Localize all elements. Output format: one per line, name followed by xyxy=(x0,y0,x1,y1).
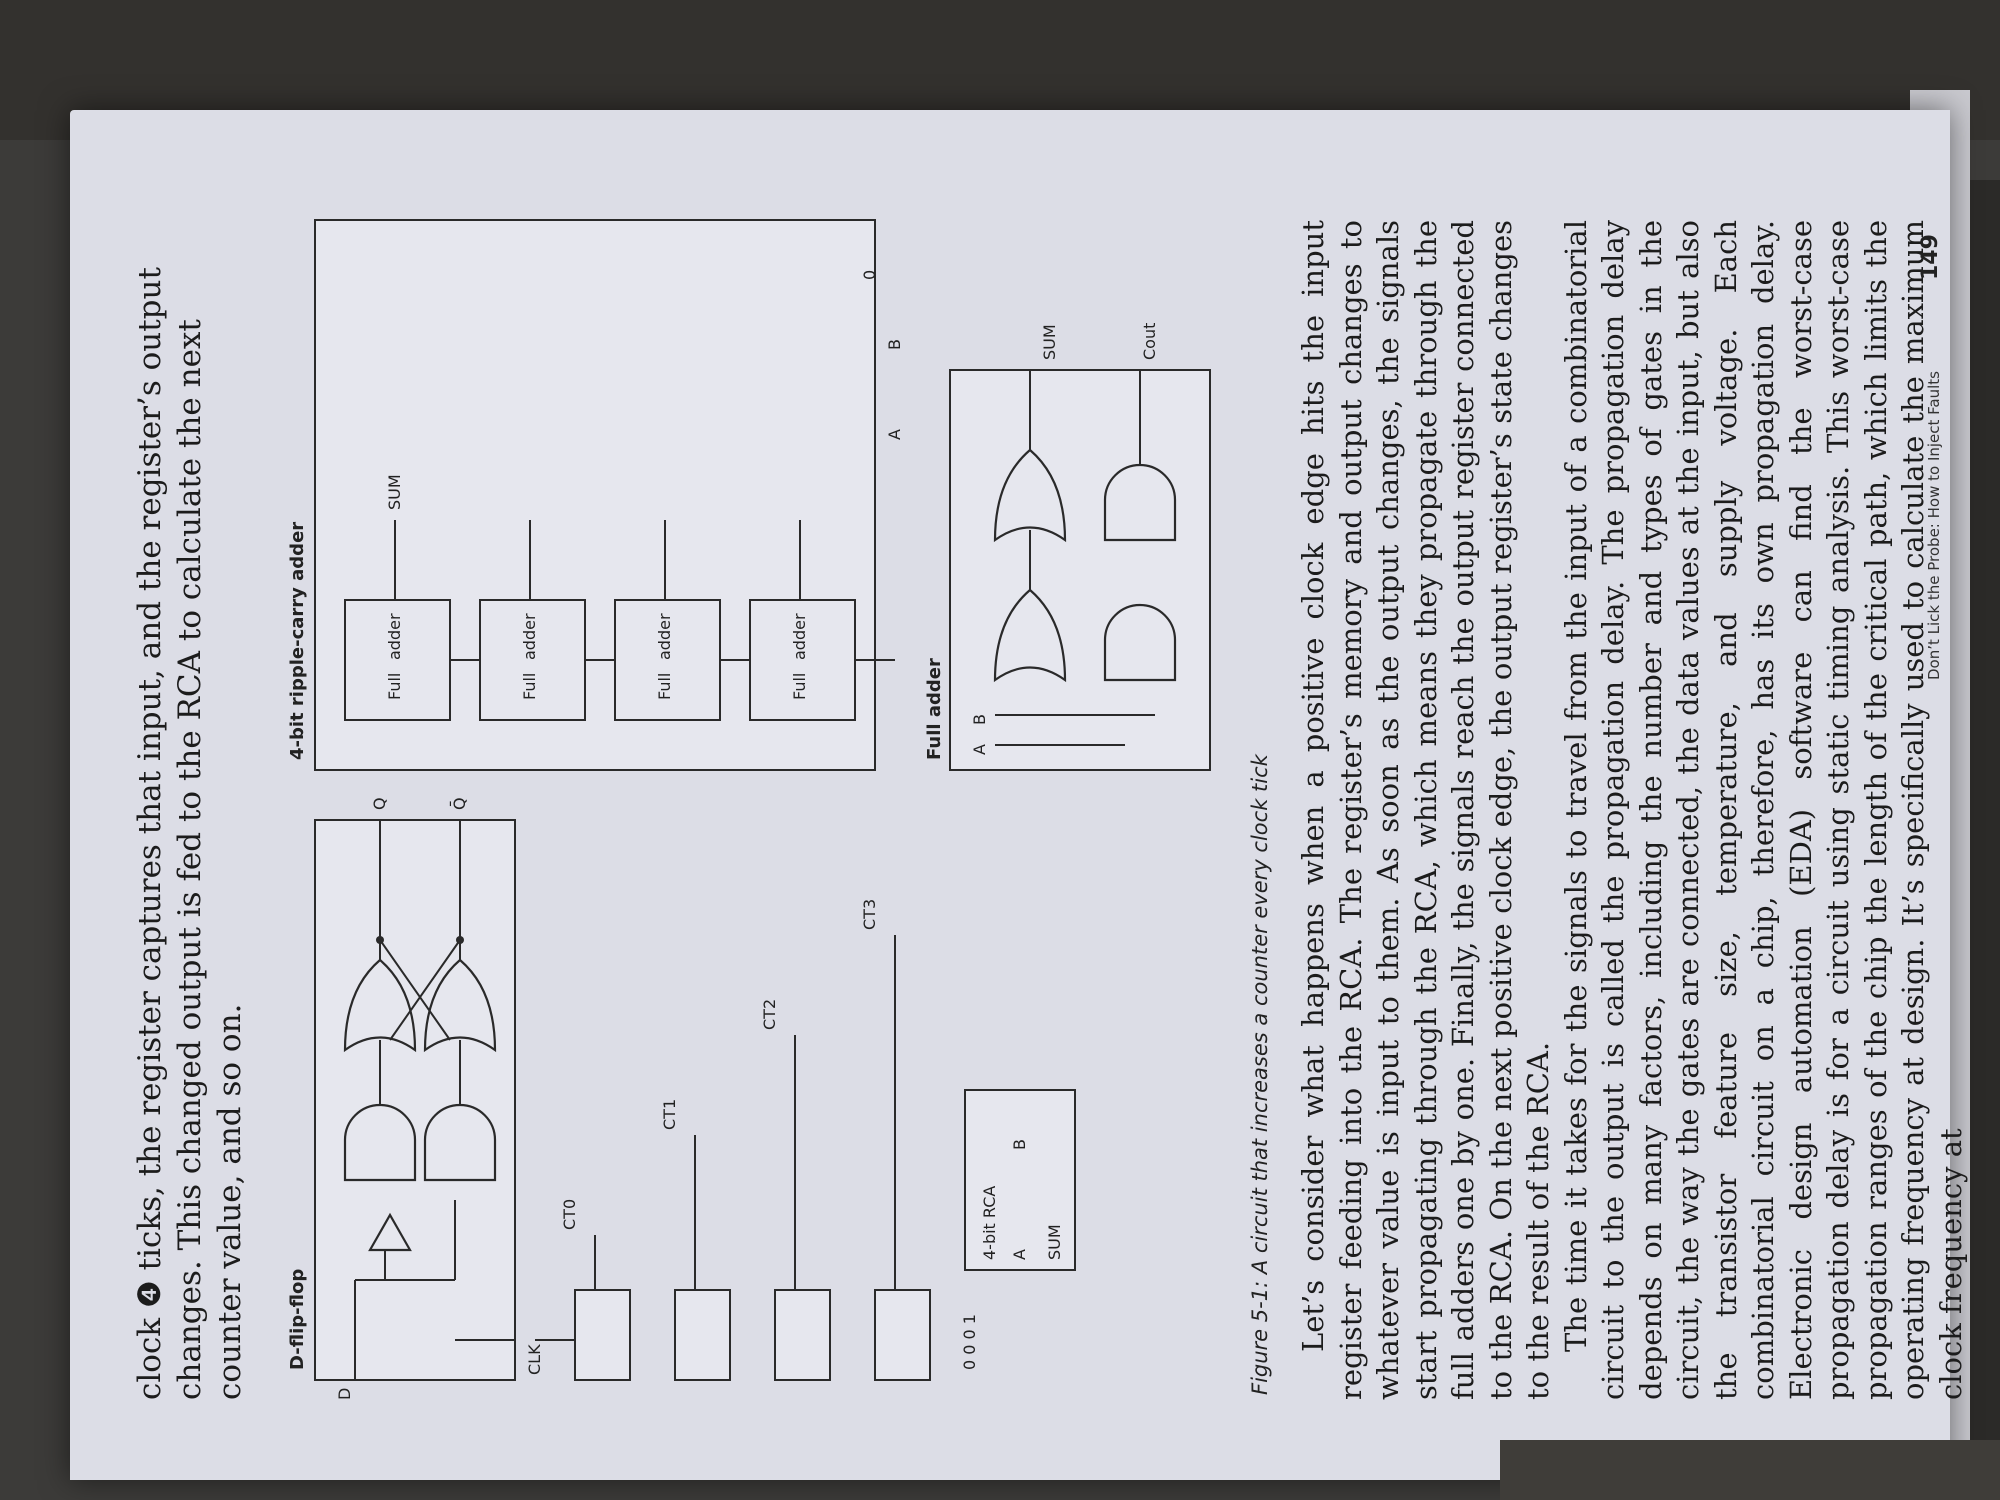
dff-clk-label: CLK xyxy=(525,1344,544,1375)
rca-const-bits: 0 0 0 1 xyxy=(960,1314,979,1370)
fa-title: Full adder xyxy=(924,658,945,760)
rca-block xyxy=(964,1089,1076,1271)
register-output-wires xyxy=(455,935,896,1341)
body-paragraph-1: Let’s consider what happens when a posit… xyxy=(1296,220,1555,1400)
running-footer: Don’t Lick the Probe: How to Inject Faul… xyxy=(1925,371,1943,680)
dff-and-gate-bottom xyxy=(423,1103,497,1182)
fa-wires xyxy=(995,370,1155,746)
page-content: clock ❹ ticks, the register captures tha… xyxy=(90,160,1970,1440)
desk-bottom-strip xyxy=(1500,1440,2000,1500)
fa-cout-label: Cout xyxy=(1140,323,1159,360)
dff-nor-gate-bottom xyxy=(423,958,497,1053)
ct0-label: CT0 xyxy=(560,1199,579,1230)
dff-and-gate-top xyxy=(343,1103,417,1182)
dff-wires-out xyxy=(379,820,461,1105)
rca-block-a: A xyxy=(1010,1249,1029,1260)
fa-xor-gate-2 xyxy=(993,448,1067,543)
rca-detail-box xyxy=(314,219,876,771)
dff-q-label: Q xyxy=(370,797,389,810)
fa-sum-label: SUM xyxy=(1040,324,1059,360)
fa-detail-box xyxy=(949,369,1211,771)
fa-and-gate-2 xyxy=(1103,463,1177,542)
register-ff-2 xyxy=(774,1289,831,1381)
ct3-label: CT3 xyxy=(860,899,879,930)
fa3-adder: adder xyxy=(790,613,809,660)
fa2-name: Full xyxy=(655,673,674,700)
fa0-name: Full xyxy=(385,673,404,700)
fa-b-label: B xyxy=(970,714,989,725)
fa-and-gate-1 xyxy=(1103,603,1177,682)
register-ff-0 xyxy=(574,1289,631,1381)
body-text: Let’s consider what happens when a posit… xyxy=(1295,220,1970,1400)
figure-caption: Figure 5-1: A circuit that increases a c… xyxy=(1248,754,1272,1395)
fa-xor-gate-1 xyxy=(993,588,1067,683)
fa3-name: Full xyxy=(790,673,809,700)
dff-detail-box xyxy=(314,819,516,1381)
register-ff-3 xyxy=(874,1289,931,1381)
fa2-adder: adder xyxy=(655,613,674,660)
register-column xyxy=(574,1289,931,1381)
full-adder-units xyxy=(344,599,856,721)
register-ff-1 xyxy=(674,1289,731,1381)
fa0-adder: adder xyxy=(385,613,404,660)
rca-block-title: 4-bit RCA xyxy=(980,1186,999,1260)
dff-title: D-flip-flop xyxy=(287,1269,308,1370)
fa1-name: Full xyxy=(520,673,539,700)
ct2-label: CT2 xyxy=(760,999,779,1030)
rca-a-label: A xyxy=(885,429,904,440)
dff-qbar-label: Q̄ xyxy=(450,797,469,810)
dff-wires-in xyxy=(354,1200,456,1380)
rca-b-label: B xyxy=(885,339,904,350)
dff-d-label: D xyxy=(335,1388,354,1400)
rca-title: 4-bit ripple-carry adder xyxy=(287,522,308,760)
figure-5-1: D-flip-flop D Q Q̄ CLK CT0 CT1 CT2 CT3 4… xyxy=(287,219,1211,1400)
dff-nor-gate-top xyxy=(343,958,417,1053)
intro-paragraph: clock ❹ ticks, the register captures tha… xyxy=(132,267,248,1400)
rca-carry-in-const: 0 xyxy=(860,270,879,280)
rca-carry-and-sum-wires xyxy=(394,520,895,661)
body-paragraph-2: The time it takes for the signals to tra… xyxy=(1558,220,1968,1400)
rca-block-b: B xyxy=(1010,1139,1029,1150)
page-number: 149 xyxy=(1918,234,1943,280)
dff-not-gate xyxy=(368,1212,412,1252)
rca-block-sum: SUM xyxy=(1045,1224,1064,1260)
fa1-adder: adder xyxy=(520,613,539,660)
fa-a-label: A xyxy=(970,744,989,755)
rca-sum-label: SUM xyxy=(385,474,404,510)
ct1-label: CT1 xyxy=(660,1099,679,1130)
